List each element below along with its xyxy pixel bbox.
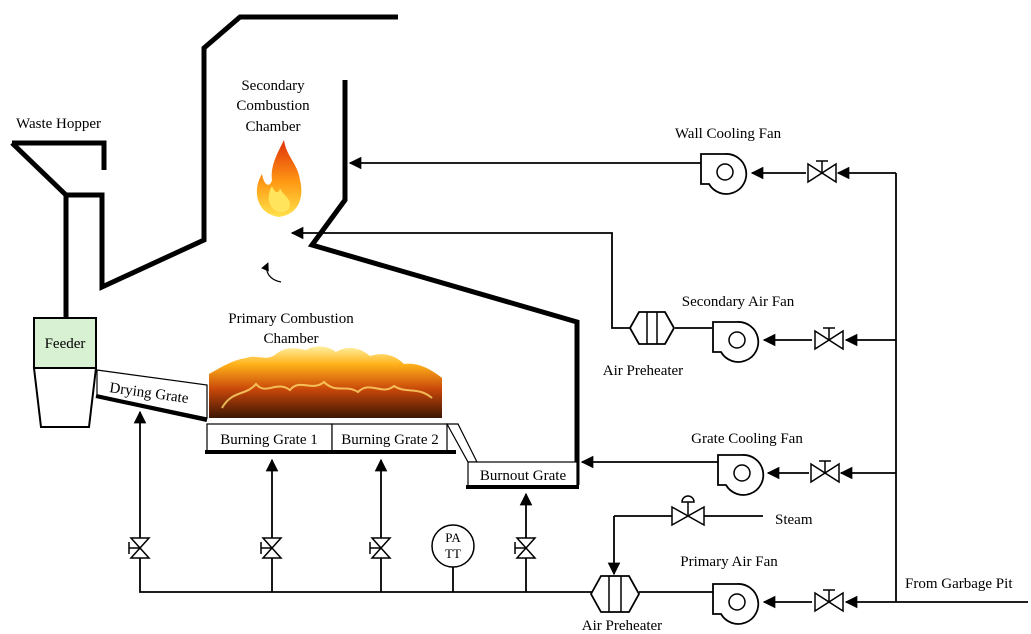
valve-icon[interactable] [814, 327, 844, 351]
grate-cooling-fan-icon[interactable] [717, 454, 765, 496]
wall-cooling-branch [348, 156, 896, 180]
valve-icon[interactable] [369, 537, 392, 559]
garbage-pit-header [895, 173, 1028, 603]
secondary-chamber-label-3: Chamber [246, 119, 301, 135]
tt-label: TT [445, 546, 461, 561]
secondary-air-branch [290, 226, 896, 347]
burning-grates [205, 423, 478, 463]
secondary-air-fan-icon[interactable] [712, 321, 760, 363]
secondary-chamber-label-2: Combustion [236, 98, 310, 114]
air-preheater-primary-label: Air Preheater [582, 618, 662, 634]
grate-cooling-fan-label: Grate Cooling Fan [691, 431, 803, 447]
wall-cooling-fan-icon[interactable] [700, 153, 748, 195]
control-valve-icon[interactable] [671, 495, 705, 527]
feeder-label: Feeder [45, 336, 86, 352]
air-preheater-secondary-label: Air Preheater [603, 363, 683, 379]
steam-label: Steam [775, 512, 813, 528]
primary-air-fan-label: Primary Air Fan [680, 554, 778, 570]
secondary-chamber-label-1: Secondary [241, 78, 305, 94]
wall-cooling-fan-label: Wall Cooling Fan [675, 126, 782, 142]
burning-grate-1-label: Burning Grate 1 [220, 432, 317, 448]
valve-icon[interactable] [810, 460, 840, 484]
pa-label: PA [445, 530, 461, 545]
primary-air-branch [639, 591, 896, 609]
valve-icon[interactable] [807, 160, 837, 184]
grate-cooling-branch [580, 455, 896, 480]
air-preheater-icon [589, 575, 641, 613]
valve-icon[interactable] [514, 537, 537, 559]
air-preheater-icon [628, 311, 676, 345]
primary-chamber-label-1: Primary Combustion [228, 311, 354, 327]
from-garbage-pit-label: From Garbage Pit [905, 576, 1013, 592]
waste-hopper-label: Waste Hopper [16, 116, 101, 132]
feeder [32, 317, 98, 428]
primary-air-fan-icon[interactable] [712, 583, 760, 625]
valve-icon[interactable] [814, 589, 844, 613]
burnout-grate-label: Burnout Grate [480, 468, 567, 484]
drying-grate [95, 369, 208, 422]
flame-icon [256, 140, 302, 217]
burnout-grate [466, 461, 579, 489]
primary-chamber-label-2: Chamber [264, 331, 319, 347]
burning-grate-2-label: Burning Grate 2 [341, 432, 438, 448]
pressure-temperature-transmitter [431, 524, 475, 568]
swirl-arrow-icon [261, 262, 282, 283]
secondary-air-fan-label: Secondary Air Fan [682, 294, 795, 310]
fire-bed [209, 346, 442, 418]
valve-icon[interactable] [260, 537, 283, 559]
waste-hopper [10, 140, 107, 197]
valve-icon[interactable] [128, 537, 151, 559]
furnace-walls [63, 14, 580, 485]
